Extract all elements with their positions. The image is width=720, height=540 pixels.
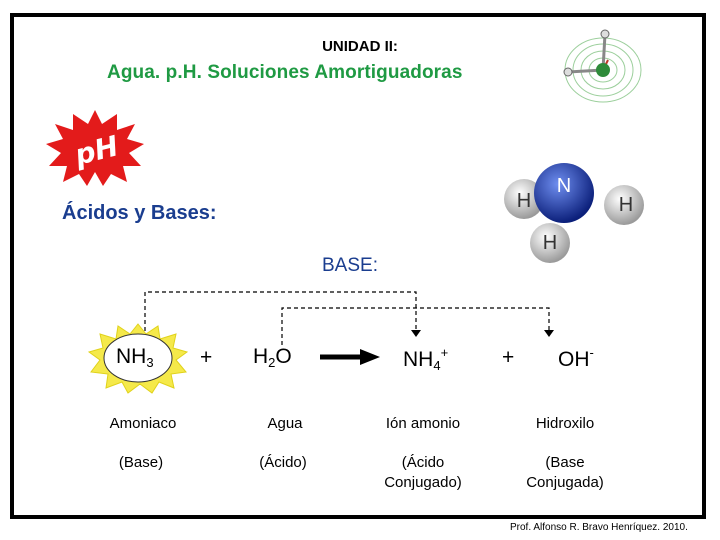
footer-credit: Prof. Alfonso R. Bravo Henríquez. 2010. (510, 522, 688, 533)
slide-title: Agua. p.H. Soluciones Amortiguadoras (107, 62, 463, 83)
hydrogen-label-right: H (619, 194, 633, 216)
role-line-1: (Base (545, 454, 585, 471)
plus-sign-2: + (502, 346, 515, 369)
formula-ammonium: NH4+ (403, 345, 448, 373)
formula-main: OH (558, 348, 590, 371)
ammonia-molecule-icon: N H H H (504, 163, 644, 263)
role-ammonia: (Base) (118, 454, 164, 471)
name-hydroxide: Hidroxilo (535, 415, 595, 432)
formula-main-2: O (275, 345, 292, 368)
water-molecule-icon (563, 29, 642, 103)
formula-subscript: 3 (146, 355, 154, 370)
name-ammonium: Ión amonio (385, 415, 461, 432)
hydrogen-label-bottom: H (543, 232, 557, 254)
base-label: BASE: (322, 255, 378, 276)
role-hydroxide: (Base Conjugada) (490, 453, 640, 493)
formula-superscript: + (440, 345, 449, 360)
formula-main: NH (403, 348, 434, 371)
formula-subscript: 2 (268, 355, 276, 370)
role-line-1: (Ácido (401, 454, 445, 471)
role-line-2: Conjugado) (384, 474, 462, 491)
formula-main: NH (116, 345, 147, 368)
hydrogen-atom-bottom (530, 223, 570, 263)
formula-hydroxide: OH- (558, 345, 594, 372)
formula-ammonia: NH3 (116, 345, 154, 370)
hydrogen-atom-left (504, 179, 544, 219)
name-ammonia: Amoniaco (109, 415, 177, 432)
hydrogen-label-left: H (517, 190, 531, 212)
ph-badge: pH (46, 110, 144, 186)
formula-main: H (253, 345, 269, 368)
section-heading: Ácidos y Bases: (62, 202, 217, 224)
role-water: (Ácido) (259, 454, 307, 471)
hydrogen-atom-right (604, 185, 644, 225)
ammonia-burst-shape (88, 323, 188, 394)
formula-water: H2O (253, 345, 292, 370)
formula-subscript: 4 (433, 358, 441, 373)
nitrogen-label: N (557, 175, 571, 197)
role-ammonium: (Ácido Conjugado) (348, 453, 498, 493)
plus-sign-1: + (200, 346, 213, 369)
formula-superscript: - (589, 345, 594, 360)
name-water: Agua (267, 415, 303, 432)
nitrogen-atom (534, 163, 594, 223)
unit-title: UNIDAD II: (322, 38, 398, 55)
role-line-2: Conjugada) (526, 474, 604, 491)
starburst-shape (46, 110, 144, 186)
slide-frame (10, 13, 706, 519)
